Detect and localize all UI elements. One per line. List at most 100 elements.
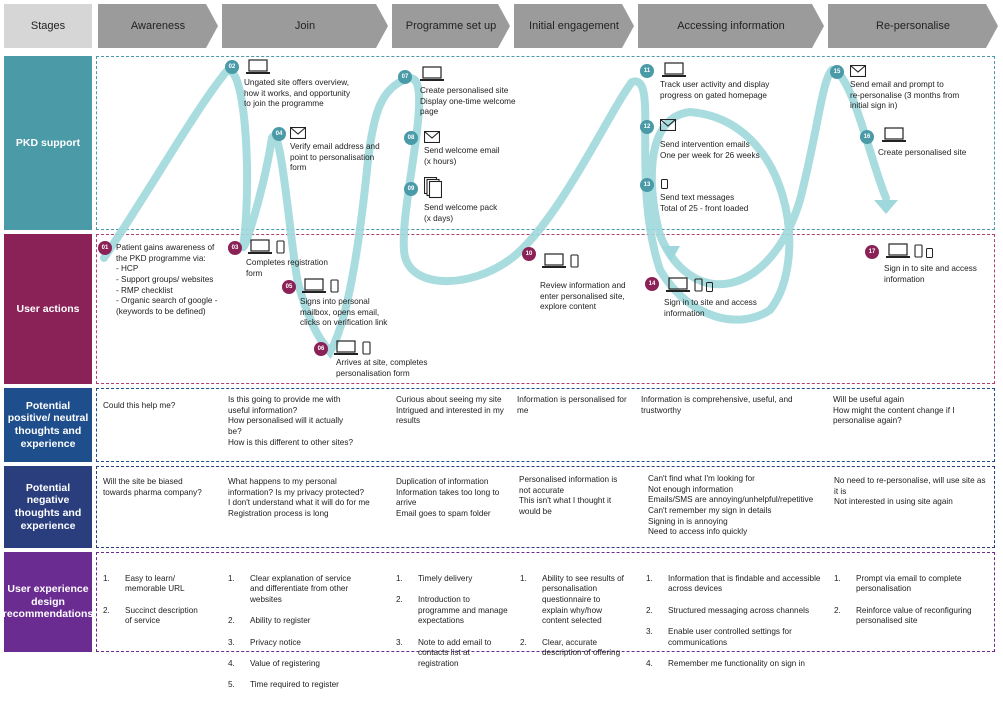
rec-item: 2.Structured messaging across channels xyxy=(646,605,810,615)
negative-awareness: Will the site be biased towards pharma c… xyxy=(103,477,202,497)
step-badge-08: 08 xyxy=(404,131,418,145)
row-label-negative-thoughts: Potential negative thoughts and experien… xyxy=(4,466,92,548)
laptop-icon xyxy=(882,127,906,142)
step-badge-11: 11 xyxy=(640,64,654,78)
rec-item: 1.Timely delivery xyxy=(396,573,473,583)
step-badge-06: 06 xyxy=(314,342,328,356)
step-badge-01: 01 xyxy=(98,241,112,255)
rec-item: 2.Clear, accurate description of offerin… xyxy=(520,637,621,658)
recs-join: 1.Clear explanation of service and diffe… xyxy=(228,563,388,702)
laptop-icon xyxy=(666,277,690,292)
negative-programme-set-up: Duplication of information Information t… xyxy=(396,477,500,518)
rec-item: 3.Enable user controlled settings for co… xyxy=(646,626,792,647)
negative-initial-engagement: Personalised information is not accurate… xyxy=(519,475,618,516)
negative-re-personalise: No need to re-personalise, will use site… xyxy=(834,476,986,507)
stage-accessing-information: Accessing information xyxy=(638,4,824,48)
stage-label: Awareness xyxy=(130,20,186,32)
step-badge-04: 04 xyxy=(272,127,286,141)
recs-awareness: 1.Easy to learn/ memorable URL 2.Succinc… xyxy=(103,563,221,638)
laptop-icon xyxy=(248,239,272,254)
row-label-positive-thoughts: Potential positive/ neutral thoughts and… xyxy=(4,388,92,462)
step-badge-15: 15 xyxy=(830,65,844,79)
step-text-07: Create personalised site Display one-tim… xyxy=(420,86,516,117)
stages-label: Stages xyxy=(4,4,92,48)
rec-item: 2.Succinct description of service xyxy=(103,605,198,626)
phone-icon xyxy=(661,179,668,189)
row-label-pkd-support: PKD support xyxy=(4,56,92,230)
stage-initial-engagement: Initial engagement xyxy=(514,4,634,48)
laptop-icon xyxy=(302,278,326,293)
rec-item: 2.Ability to register xyxy=(228,616,311,626)
recs-initial-engagement: 1.Ability to see results of personalisat… xyxy=(520,563,636,670)
step-badge-17: 17 xyxy=(865,245,879,259)
positive-programme-set-up: Curious about seeing my site Intrigued a… xyxy=(396,395,504,426)
recs-programme-set-up: 1.Timely delivery 2.Introduction to prog… xyxy=(396,563,514,680)
positive-accessing-information: Information is comprehensive, useful, an… xyxy=(641,395,793,415)
step-badge-13: 13 xyxy=(640,178,654,192)
laptop-icon xyxy=(886,243,910,258)
stage-label: Programme set up xyxy=(405,20,497,32)
step-text-13: Send text messages Total of 25 - front l… xyxy=(660,193,749,213)
phone-icon xyxy=(694,278,703,292)
step-badge-10: 10 xyxy=(522,247,536,261)
step-badge-09: 09 xyxy=(404,182,418,196)
step-text-06: Arrives at site, completes personalisati… xyxy=(336,358,428,378)
stage-label: Initial engagement xyxy=(529,20,619,32)
stage-label: Re-personalise xyxy=(876,20,950,32)
step-text-17: Sign in to site and access information xyxy=(884,264,977,284)
stage-programme-set-up: Programme set up xyxy=(392,4,510,48)
step-badge-12: 12 xyxy=(640,120,654,134)
phone-icon xyxy=(570,254,579,268)
step-text-08: Send welcome email (x hours) xyxy=(424,146,500,166)
step-text-09: Send welcome pack (x days) xyxy=(424,203,498,223)
rec-item: 1.Information that is findable and acces… xyxy=(646,573,821,594)
phone-icon xyxy=(276,240,285,254)
positive-join: Is this going to provide me with useful … xyxy=(228,395,353,447)
stage-join: Join xyxy=(222,4,388,48)
laptop-icon xyxy=(246,59,270,74)
envelope-icon xyxy=(424,131,440,143)
step-badge-07: 07 xyxy=(398,70,412,84)
positive-awareness: Could this help me? xyxy=(103,401,176,410)
recs-accessing-information: 1.Information that is findable and acces… xyxy=(646,563,830,680)
step-text-01: Patient gains awareness of the PKD progr… xyxy=(116,243,218,316)
negative-join: What happens to my personal information?… xyxy=(228,477,370,518)
step-badge-02: 02 xyxy=(225,60,239,74)
laptop-icon xyxy=(662,62,686,77)
phone-icon xyxy=(362,341,371,355)
phone-icon xyxy=(926,248,933,258)
row-label-ux-recommendations: User experience design recommendations xyxy=(3,552,93,652)
rec-item: 2.Introduction to programme and manage e… xyxy=(396,594,508,626)
step-text-05: Signs into personal mailbox, opens email… xyxy=(300,297,388,328)
document-icon xyxy=(424,177,442,199)
laptop-icon xyxy=(420,66,444,81)
stage-label: Join xyxy=(294,20,316,32)
rec-item: 5.Time required to register xyxy=(228,680,339,690)
rec-item: 4.Value of registering xyxy=(228,658,320,668)
step-badge-14: 14 xyxy=(645,277,659,291)
step-text-14: Sign in to site and access information xyxy=(664,298,757,318)
phone-icon xyxy=(330,279,339,293)
envelope-icon xyxy=(850,65,866,77)
step-text-02: Ungated site offers overview, how it wor… xyxy=(244,78,351,109)
step-badge-03: 03 xyxy=(228,241,242,255)
row-label-user-actions: User actions xyxy=(4,234,92,384)
stage-awareness: Awareness xyxy=(98,4,218,48)
rec-item: 3.Privacy notice xyxy=(228,637,301,647)
laptop-icon xyxy=(542,253,566,268)
rec-item: 2.Reinforce value of reconfiguring perso… xyxy=(834,605,972,626)
rec-item: 1.Ability to see results of personalisat… xyxy=(520,573,624,626)
row-box-positive xyxy=(96,388,995,462)
envelope-icon xyxy=(660,119,676,131)
step-text-11: Track user activity and display progress… xyxy=(660,80,770,100)
step-badge-16: 16 xyxy=(860,130,874,144)
rec-item: 1.Easy to learn/ memorable URL xyxy=(103,573,185,594)
step-badge-05: 05 xyxy=(282,280,296,294)
stage-re-personalise: Re-personalise xyxy=(828,4,998,48)
stage-label: Accessing information xyxy=(677,20,785,32)
step-text-12: Send intervention emails One per week fo… xyxy=(660,140,760,160)
recs-re-personalise: 1.Prompt via email to complete personali… xyxy=(834,563,994,638)
row-box-negative xyxy=(96,466,995,548)
phone-icon xyxy=(706,282,713,292)
phone-icon xyxy=(914,244,923,258)
